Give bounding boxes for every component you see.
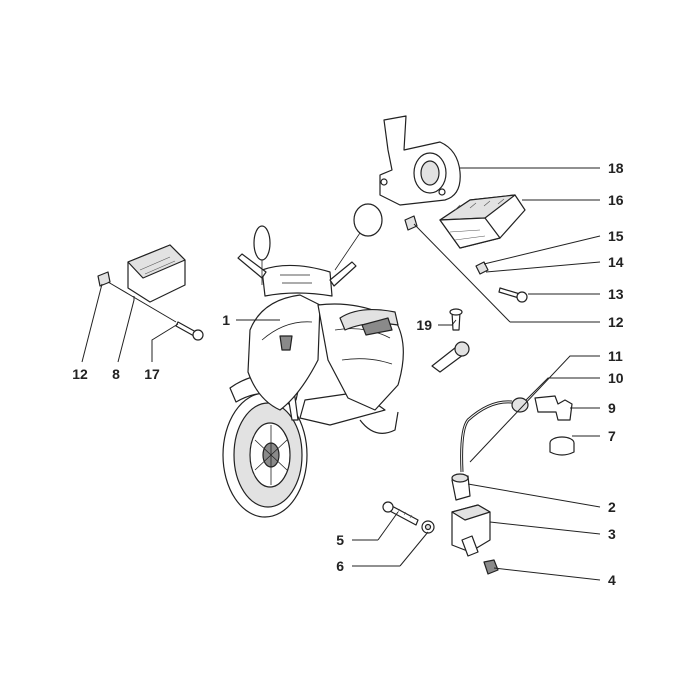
callout-11: 11 [608, 348, 623, 364]
callout-7: 7 [608, 428, 616, 444]
callout-15: 15 [608, 228, 624, 244]
callout-16: 16 [608, 192, 624, 208]
callout-1: 1 [222, 312, 230, 328]
callout-14: 14 [608, 254, 624, 270]
callout-6: 6 [336, 558, 344, 574]
left-module-group [97, 244, 204, 341]
callout-2: 2 [608, 499, 616, 515]
regulator-group [379, 115, 528, 303]
callout-10: 10 [608, 370, 624, 386]
callout-17: 17 [144, 366, 160, 382]
callout-13: 13 [608, 286, 624, 302]
callout-19: 19 [416, 317, 432, 333]
scooter-illustration [222, 203, 404, 518]
callout-labels: 18 16 15 14 13 12 11 10 9 7 2 3 4 5 6 19… [72, 160, 624, 588]
leader-lines [81, 167, 601, 581]
ignition-group [382, 395, 575, 575]
callout-5: 5 [336, 532, 344, 548]
callout-4: 4 [608, 572, 616, 588]
sensor-group [431, 308, 470, 373]
callout-18: 18 [608, 160, 624, 176]
callout-3: 3 [608, 526, 616, 542]
callout-12-right: 12 [608, 314, 624, 330]
callout-12-left: 12 [72, 366, 88, 382]
callout-9: 9 [608, 400, 616, 416]
callout-8: 8 [112, 366, 120, 382]
